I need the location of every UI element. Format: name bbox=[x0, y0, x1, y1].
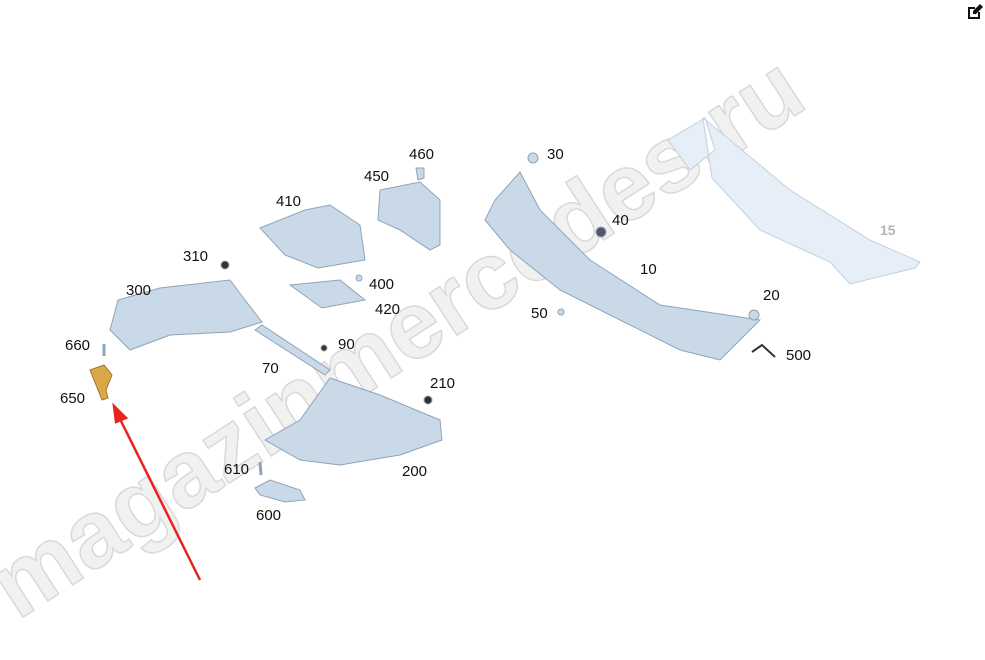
callout-610[interactable]: 610 bbox=[224, 461, 250, 478]
callout-30[interactable]: 30 bbox=[547, 146, 564, 163]
part-500-clip bbox=[751, 343, 776, 358]
part-40-grommet bbox=[595, 226, 607, 238]
part-20-clip bbox=[748, 309, 760, 321]
callout-40[interactable]: 40 bbox=[612, 212, 629, 229]
part-450-duct bbox=[377, 181, 441, 251]
part-650-bracket-highlighted bbox=[89, 364, 113, 401]
callout-210[interactable]: 210 bbox=[430, 375, 456, 392]
callout-600[interactable]: 600 bbox=[256, 507, 282, 524]
callout-10[interactable]: 10 bbox=[640, 261, 657, 278]
part-70-seal-strip bbox=[254, 324, 331, 376]
part-50-screw bbox=[557, 308, 565, 316]
callout-400[interactable]: 400 bbox=[369, 276, 395, 293]
callout-20[interactable]: 20 bbox=[763, 287, 780, 304]
part-400-screw bbox=[355, 274, 363, 282]
callout-450[interactable]: 450 bbox=[364, 168, 390, 185]
part-410-filter-housing bbox=[259, 204, 366, 269]
callout-410[interactable]: 410 bbox=[276, 193, 302, 210]
edit-icon[interactable] bbox=[966, 3, 984, 21]
part-90-screw bbox=[320, 344, 328, 352]
part-15-cowl-outline bbox=[667, 116, 921, 285]
callout-300[interactable]: 300 bbox=[126, 282, 152, 299]
callout-660[interactable]: 660 bbox=[65, 337, 91, 354]
callout-200[interactable]: 200 bbox=[402, 463, 428, 480]
part-310-clip bbox=[220, 260, 230, 270]
callout-70[interactable]: 70 bbox=[262, 360, 279, 377]
part-460-clip bbox=[415, 167, 425, 181]
callout-50[interactable]: 50 bbox=[531, 305, 548, 322]
part-420-filter bbox=[288, 279, 367, 309]
callout-650[interactable]: 650 bbox=[60, 390, 86, 407]
part-30-cap bbox=[527, 152, 539, 164]
callout-500[interactable]: 500 bbox=[786, 347, 812, 364]
part-610-screw bbox=[258, 461, 263, 476]
part-210-clip bbox=[423, 395, 433, 405]
callout-15[interactable]: 15 bbox=[880, 222, 896, 238]
pointer-arrow bbox=[112, 402, 202, 581]
callout-460[interactable]: 460 bbox=[409, 146, 435, 163]
part-600-bracket bbox=[254, 479, 306, 503]
callout-310[interactable]: 310 bbox=[183, 248, 209, 265]
part-10-cowl-panel bbox=[484, 171, 762, 361]
callout-420[interactable]: 420 bbox=[375, 301, 401, 318]
part-200-lower-cover bbox=[263, 377, 443, 466]
part-300-side-cover bbox=[109, 279, 263, 351]
callout-90[interactable]: 90 bbox=[338, 336, 355, 353]
